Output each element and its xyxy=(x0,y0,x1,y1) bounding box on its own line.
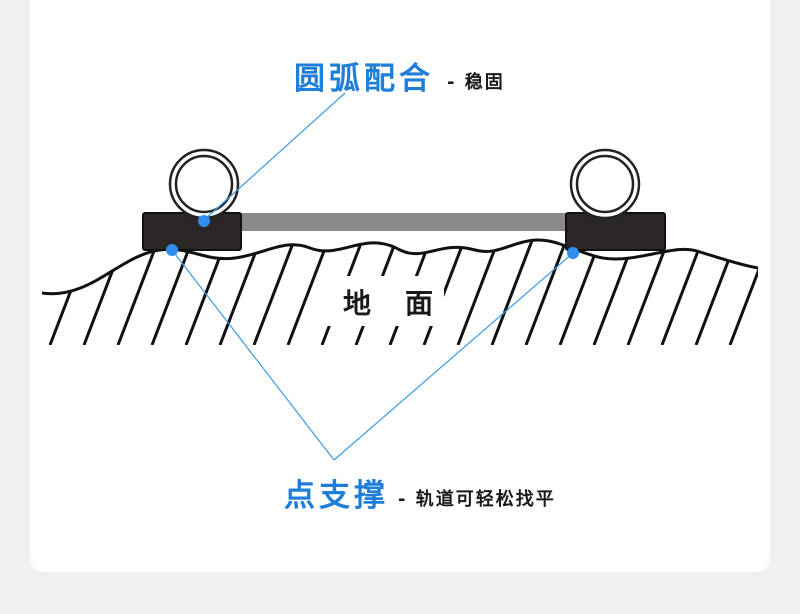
bottom-leader-right xyxy=(333,252,574,461)
ground-hatch-line xyxy=(660,240,710,345)
bottom-leader-left xyxy=(171,249,335,461)
arc-contact-dot-icon xyxy=(198,215,210,227)
ground-hatch-line xyxy=(694,240,744,345)
top-leader-line xyxy=(203,92,346,221)
top-callout-title: 圆弧配合 xyxy=(294,61,434,97)
ground-label-left: 地 xyxy=(343,287,373,320)
ground-hatch-line xyxy=(456,240,506,345)
left-point-support-dot-icon xyxy=(166,244,178,256)
left-support-pad-icon xyxy=(142,212,242,251)
ground-label-right: 面 xyxy=(405,287,435,320)
ground-hatch-line xyxy=(82,240,132,345)
ground-label-mask xyxy=(322,276,444,326)
right-support-pad-icon xyxy=(565,212,666,251)
right-pipe-icon xyxy=(569,148,641,220)
left-pipe-icon xyxy=(168,148,240,220)
right-point-support-dot-icon xyxy=(567,247,579,259)
bottom-callout-subtitle: - 轨道可轻松找平 xyxy=(398,488,556,510)
bottom-callout-title: 点支撑 xyxy=(284,478,389,514)
ground-hatch-line xyxy=(764,225,800,345)
ground-hatch-line xyxy=(490,240,540,345)
top-callout-subtitle: - 稳固 xyxy=(447,71,505,93)
ground-hatch-line xyxy=(728,240,758,345)
rail-beam-icon xyxy=(233,213,579,231)
ground-hatch-line xyxy=(252,240,302,345)
